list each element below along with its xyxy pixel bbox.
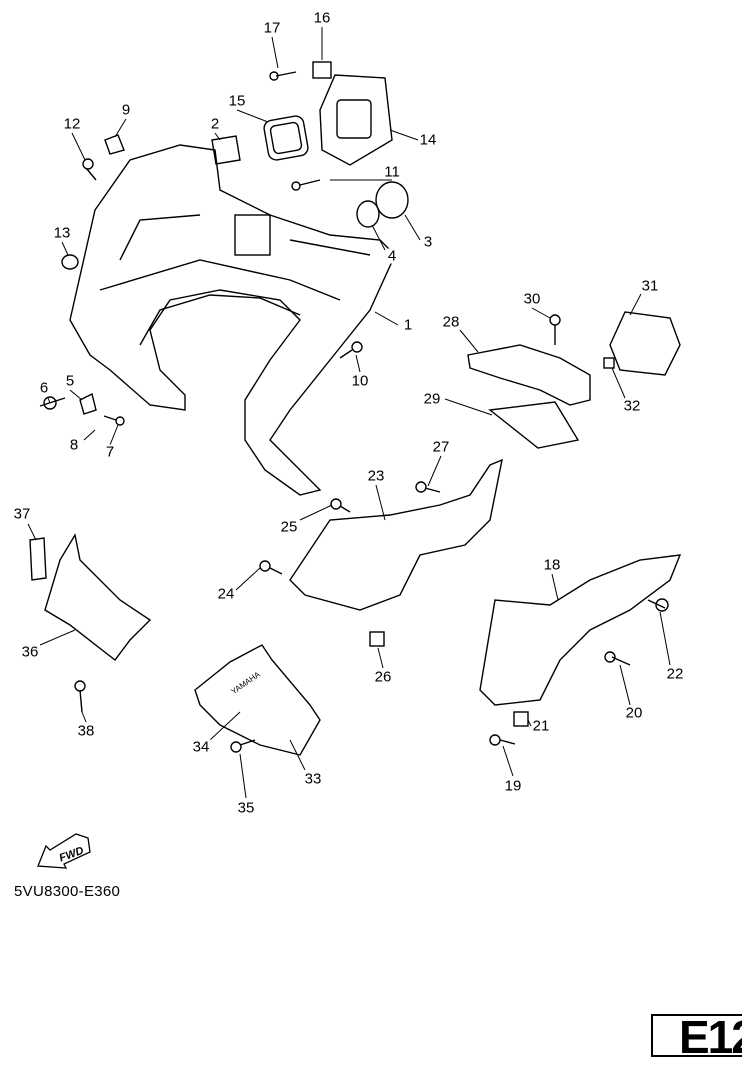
part-label-2: 2 — [209, 115, 221, 133]
ring-part-4 — [356, 200, 380, 228]
pocket-part-31 — [609, 311, 681, 376]
part-label-14: 14 — [418, 131, 438, 149]
part-label-34: 34 — [191, 738, 211, 756]
cover-part-33 — [194, 644, 321, 756]
part-label-21: 21 — [531, 717, 551, 735]
part-label-10: 10 — [350, 372, 370, 390]
headlight-part-14 — [319, 74, 393, 166]
page-id: E12 — [679, 1014, 742, 1057]
page-id-box: E12 — [651, 1014, 742, 1057]
drawing-code: 5VU8300-E360 — [14, 883, 121, 900]
bracket-part-5 — [79, 392, 97, 415]
part-label-11: 11 — [383, 163, 401, 181]
part-label-33: 33 — [303, 770, 323, 788]
fwd-arrow-icon: FWD — [37, 833, 91, 869]
part-label-4: 4 — [386, 247, 398, 265]
part-label-3: 3 — [422, 233, 434, 251]
clip-part-9 — [104, 134, 125, 155]
part-label-12: 12 — [62, 115, 82, 133]
part-label-27: 27 — [431, 438, 451, 456]
clip-part-16 — [312, 61, 332, 79]
yamaha-brand-mark: YAMAHA — [229, 669, 262, 696]
part-label-7: 7 — [104, 443, 116, 461]
part-label-20: 20 — [624, 704, 644, 722]
part-label-31: 31 — [640, 277, 660, 295]
clip-part-21 — [513, 711, 529, 727]
grommet-part-3 — [375, 181, 409, 219]
front-cover-part-1 — [69, 144, 396, 496]
gasket-part-15 — [263, 115, 309, 161]
clip-part-32 — [603, 357, 615, 369]
part-label-24: 24 — [216, 585, 236, 603]
part-label-8: 8 — [68, 436, 80, 454]
part-label-28: 28 — [441, 313, 461, 331]
cap-part-13 — [61, 254, 79, 270]
part-label-6: 6 — [38, 379, 50, 397]
leader-lines — [27, 27, 671, 799]
part-label-16: 16 — [312, 9, 332, 27]
part-label-17: 17 — [262, 19, 282, 37]
nut-part-26 — [369, 631, 385, 647]
part-label-15: 15 — [227, 92, 247, 110]
part-label-36: 36 — [20, 643, 40, 661]
sticker-part-37 — [29, 537, 47, 581]
part-label-25: 25 — [279, 518, 299, 536]
side-cover-part-36 — [44, 533, 152, 661]
screws — [39, 71, 669, 753]
part-label-22: 22 — [665, 665, 685, 683]
part-label-35: 35 — [236, 799, 256, 817]
part-label-23: 23 — [366, 467, 386, 485]
label-part-2 — [211, 135, 241, 165]
lower-panel-part-23 — [289, 458, 503, 611]
mat-part-29 — [488, 401, 580, 449]
part-label-1: 1 — [402, 316, 414, 334]
inner-panel-part-28 — [467, 344, 591, 406]
part-label-32: 32 — [622, 397, 642, 415]
part-label-9: 9 — [120, 101, 132, 119]
gasket-inner-15 — [269, 121, 303, 155]
part-label-30: 30 — [522, 290, 542, 308]
part-label-13: 13 — [52, 224, 72, 242]
part-label-37: 37 — [12, 505, 32, 523]
part-label-26: 26 — [373, 668, 393, 686]
part-label-5: 5 — [64, 372, 76, 390]
side-panel-part-18 — [479, 554, 682, 706]
part-label-19: 19 — [503, 777, 523, 795]
part-label-29: 29 — [422, 390, 442, 408]
part-label-38: 38 — [76, 722, 96, 740]
part-label-18: 18 — [542, 556, 562, 574]
